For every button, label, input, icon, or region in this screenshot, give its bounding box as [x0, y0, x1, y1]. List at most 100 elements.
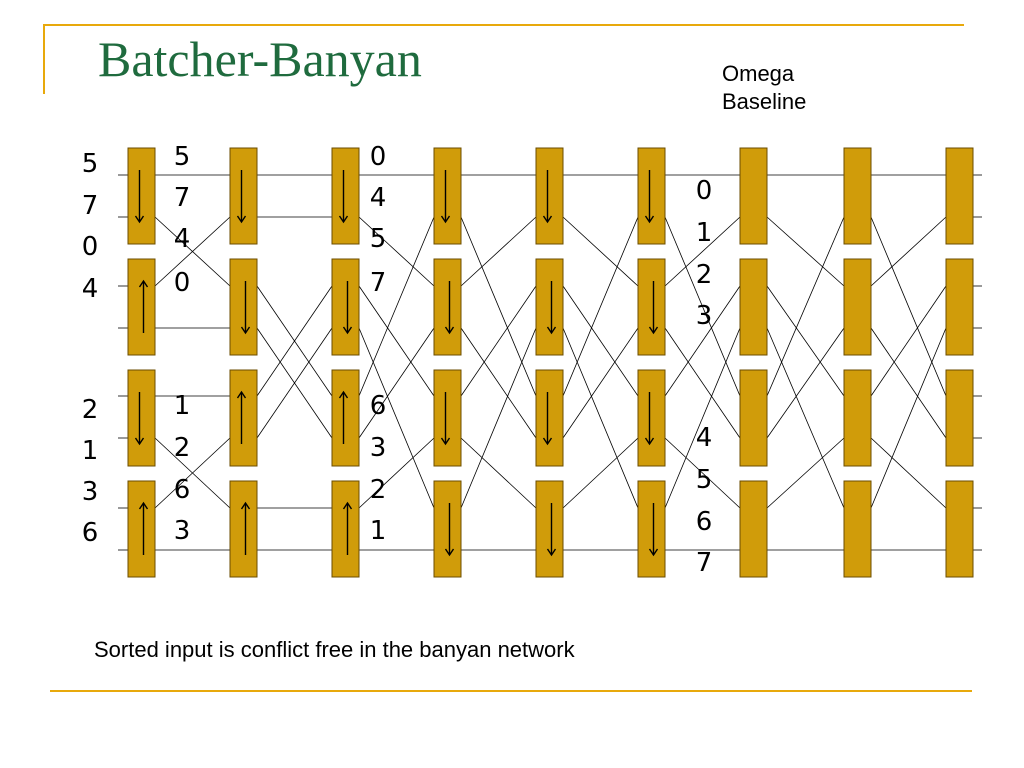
interconnect-wire — [256, 285, 333, 397]
slide-title: Batcher-Banyan — [98, 31, 422, 87]
interconnect-wire — [460, 327, 537, 439]
arrowhead-down — [240, 326, 251, 335]
sorted-value: 3 — [696, 301, 713, 331]
interconnect-wire — [870, 437, 947, 509]
input-value: 0 — [82, 232, 99, 262]
interconnect-wire — [562, 285, 639, 397]
legend-omega: Omega — [722, 61, 795, 86]
arrowhead-down — [338, 215, 349, 224]
switch-element — [127, 147, 156, 245]
switch-element — [739, 147, 768, 245]
arrowhead-down — [542, 437, 553, 446]
sorted-value: 4 — [696, 423, 713, 453]
arrowhead-up — [138, 501, 149, 510]
switch-element — [535, 369, 564, 467]
stage3-value: 2 — [370, 475, 387, 505]
interconnect-wire — [358, 216, 435, 287]
sorted-value: 7 — [696, 548, 713, 578]
interconnect-wire — [460, 285, 537, 397]
arrowhead-down — [546, 326, 557, 335]
interconnect-wire — [562, 216, 639, 397]
interconnect-wire — [766, 216, 845, 397]
input-value: 5 — [82, 149, 99, 179]
switch-element — [535, 147, 564, 245]
arrowhead-down — [134, 437, 145, 446]
arrowhead-up — [338, 390, 349, 399]
switch-element — [843, 258, 872, 356]
input-value: 6 — [82, 518, 99, 548]
switch-element — [433, 258, 462, 356]
arrowhead-down — [342, 326, 353, 335]
bottom-rule — [50, 690, 972, 692]
arrowhead-down — [444, 548, 455, 557]
switch-element — [637, 480, 666, 578]
switch-element — [843, 147, 872, 245]
arrowhead-down — [644, 437, 655, 446]
arrowhead-down — [236, 215, 247, 224]
switch-element — [945, 369, 974, 467]
switch-element — [843, 369, 872, 467]
arrowhead-down — [440, 215, 451, 224]
switch-element — [739, 258, 768, 356]
interconnect-wire — [358, 327, 435, 439]
switch-element — [843, 480, 872, 578]
stage1-value: 5 — [174, 142, 191, 172]
input-value: 3 — [82, 477, 99, 507]
arrowhead-down — [644, 215, 655, 224]
interconnect-wire — [870, 285, 947, 397]
stage3-value: 6 — [370, 391, 387, 421]
arrowhead-up — [236, 390, 247, 399]
arrowhead-up — [342, 501, 353, 510]
interconnect-wire — [766, 216, 845, 287]
switch-element — [433, 369, 462, 467]
interconnect-wire — [562, 327, 639, 509]
switch-element — [127, 258, 156, 356]
interconnect-wire — [664, 285, 741, 397]
stage1-value: 1 — [174, 391, 191, 421]
interconnect-wire — [256, 327, 333, 439]
arrowhead-down — [542, 215, 553, 224]
network-legend: Omega Baseline — [722, 60, 806, 116]
arrowhead-up — [240, 501, 251, 510]
switch-element — [739, 480, 768, 578]
sorted-value: 0 — [696, 176, 713, 206]
switch-element — [229, 480, 258, 578]
stage1-value: 0 — [174, 268, 191, 298]
interconnect-wire — [358, 216, 435, 397]
interconnect-wire — [562, 327, 639, 439]
interconnect-wire — [870, 216, 947, 397]
legend-baseline: Baseline — [722, 89, 807, 114]
stage1-value: 4 — [174, 224, 191, 254]
interconnect-wire — [664, 327, 741, 509]
stage3-value: 0 — [370, 142, 387, 172]
interconnect-wire — [870, 327, 947, 509]
stage3-value: 4 — [370, 183, 387, 213]
arrowhead-down — [648, 548, 659, 557]
caption: Sorted input is conflict free in the ban… — [94, 637, 575, 662]
switch-element — [637, 258, 666, 356]
stage3-value: 5 — [370, 224, 387, 254]
input-value: 1 — [82, 436, 99, 466]
interconnect-wire — [664, 327, 741, 439]
switch-element — [739, 369, 768, 467]
switch-element — [229, 369, 258, 467]
interconnect-wire — [358, 437, 435, 509]
interconnect-wire — [460, 216, 537, 287]
left-rule — [43, 24, 45, 94]
interconnect-wire — [766, 327, 845, 439]
switch-element — [945, 258, 974, 356]
interconnect-wire — [154, 437, 231, 509]
interconnect-wire — [766, 437, 845, 509]
interconnect-wire — [460, 437, 537, 509]
switch-element — [127, 369, 156, 467]
sorted-value: 1 — [696, 218, 713, 248]
arrowhead-down — [546, 548, 557, 557]
stage3-value: 1 — [370, 516, 387, 546]
switch-element — [535, 480, 564, 578]
arrowhead-down — [440, 437, 451, 446]
stage1-value: 3 — [174, 516, 191, 546]
stage3-value: 3 — [370, 433, 387, 463]
switch-element — [535, 258, 564, 356]
switch-element — [331, 480, 360, 578]
